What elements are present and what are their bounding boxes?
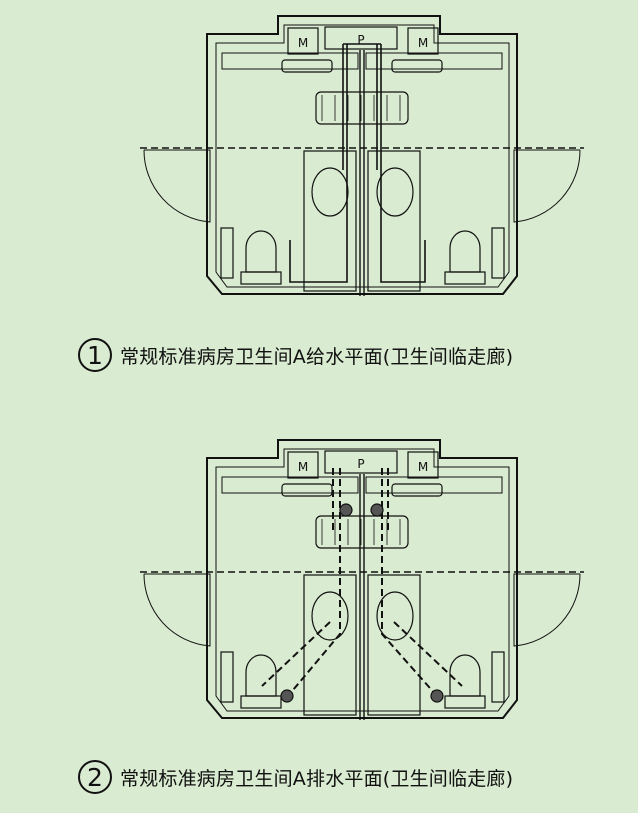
counter-right bbox=[365, 52, 503, 70]
inner-wall bbox=[215, 448, 510, 712]
meter-label-right: M bbox=[418, 460, 428, 474]
grab-bar-left bbox=[220, 651, 234, 703]
meter-label-right: M bbox=[418, 36, 428, 50]
grab-bar-right bbox=[491, 227, 505, 279]
toilet-left bbox=[245, 654, 277, 697]
drain-branch bbox=[261, 621, 463, 687]
drain-riser-left bbox=[339, 503, 353, 517]
door-left bbox=[143, 573, 211, 647]
door-right bbox=[513, 573, 581, 647]
meter-box-right bbox=[407, 27, 439, 55]
floor-drain-left bbox=[280, 689, 294, 703]
plan-1-number-circle: 1 bbox=[78, 338, 112, 372]
floor-basin-left bbox=[311, 167, 349, 217]
toilet-right bbox=[449, 230, 481, 273]
grab-bar-left bbox=[220, 227, 234, 279]
radiator bbox=[315, 91, 409, 125]
meter-label-left: M bbox=[298, 460, 308, 474]
shower-left bbox=[303, 574, 357, 716]
pipe-shaft bbox=[324, 26, 398, 50]
plan-1-title: 常规标准病房卫生间A给水平面(卫生间临走廊) bbox=[120, 345, 514, 368]
toilet-left bbox=[245, 230, 277, 273]
counter-left bbox=[221, 476, 359, 494]
floor-basin-right bbox=[376, 167, 414, 217]
floor-drain-right bbox=[430, 689, 444, 703]
meter-box-left bbox=[287, 27, 319, 55]
plan-1-caption: 1 常规标准病房卫生间A给水平面(卫生间临走廊) bbox=[78, 335, 513, 375]
drain-riser-right bbox=[370, 503, 384, 517]
counter-right bbox=[365, 476, 503, 494]
meter-box-left bbox=[287, 451, 319, 479]
meter-box-right bbox=[407, 451, 439, 479]
sink-right bbox=[391, 59, 443, 73]
inner-wall bbox=[215, 24, 510, 288]
shower-left bbox=[303, 150, 357, 292]
toilet-right bbox=[449, 654, 481, 697]
sink-left bbox=[281, 59, 333, 73]
meter-label-left: M bbox=[298, 36, 308, 50]
radiator bbox=[315, 515, 409, 549]
outer-wall bbox=[206, 15, 518, 295]
grab-bar-right bbox=[491, 651, 505, 703]
toilet-tank-right bbox=[444, 271, 486, 285]
shower-right bbox=[367, 574, 421, 716]
sink-right bbox=[391, 483, 443, 497]
plan-2-title: 常规标准病房卫生间A排水平面(卫生间临走廊) bbox=[120, 767, 514, 790]
outer-wall bbox=[206, 439, 518, 719]
counter-left bbox=[221, 52, 359, 70]
shower-right bbox=[367, 150, 421, 292]
supply-pipe-left bbox=[289, 44, 348, 283]
plan-2-caption: 2 常规标准病房卫生间A排水平面(卫生间临走廊) bbox=[78, 757, 513, 797]
toilet-tank-right bbox=[444, 695, 486, 709]
shaft-label: P bbox=[357, 33, 364, 47]
shaft-label: P bbox=[357, 457, 364, 471]
toilet-tank-left bbox=[240, 695, 282, 709]
supply-pipe-right bbox=[376, 44, 426, 283]
sink-left bbox=[281, 483, 333, 497]
door-left bbox=[143, 149, 211, 223]
door-right bbox=[513, 149, 581, 223]
plan-2-number-circle: 2 bbox=[78, 760, 112, 794]
drain-pipe-left bbox=[287, 468, 341, 697]
drain-pipe-right bbox=[381, 468, 438, 697]
floor-basin-right bbox=[376, 591, 414, 641]
floor-basin-left bbox=[311, 591, 349, 641]
toilet-tank-left bbox=[240, 271, 282, 285]
pipe-shaft bbox=[324, 450, 398, 474]
